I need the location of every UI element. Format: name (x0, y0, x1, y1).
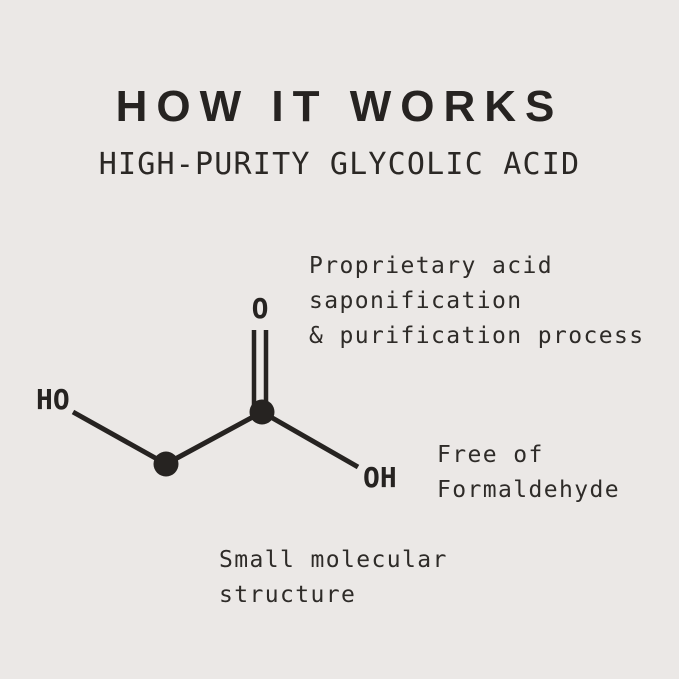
bond-ho-carbon (71, 409, 168, 467)
carbonyl-oxygen-label: O (252, 292, 269, 325)
hydroxyl-label-right: OH (363, 461, 397, 494)
carbon-atom-dot-right (249, 399, 275, 425)
bond-carbon-oh (260, 409, 360, 470)
annotation-molecular-structure: Small molecular structure (219, 547, 448, 608)
hydroxyl-label-left: HO (36, 383, 70, 416)
annotation-process: Proprietary acid saponification & purifi… (309, 253, 645, 349)
page-title: HOW IT WORKS (115, 82, 564, 131)
page-subtitle: HIGH-PURITY GLYCOLIC ACID (98, 147, 581, 182)
bond-carbon-carbon (164, 409, 264, 467)
carbon-atom-dot-left (153, 451, 179, 477)
annotation-formaldehyde-free: Free of Formaldehyde (437, 442, 620, 503)
